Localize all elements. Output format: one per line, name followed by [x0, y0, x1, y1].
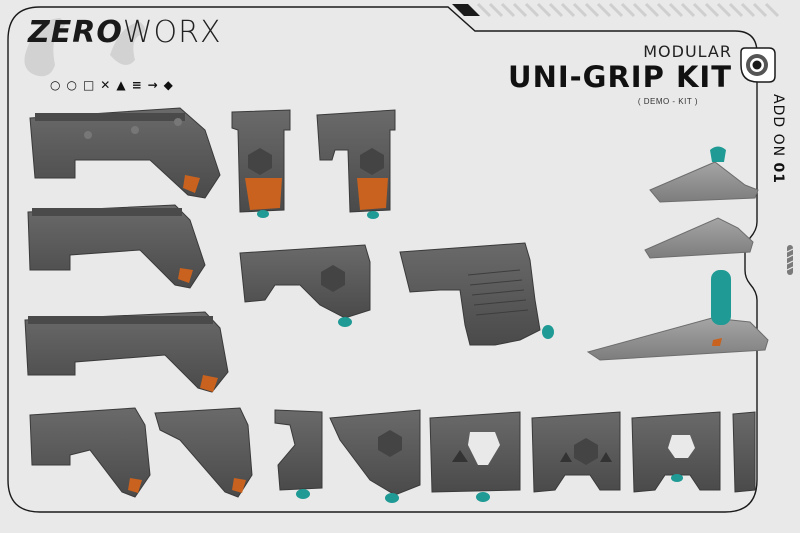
title-block: MODULAR UNI-GRIP KIT ( DEMO - KIT ) [508, 42, 732, 106]
part-barricade-open [429, 411, 521, 502]
part-hex-stop [239, 244, 371, 327]
part-angled-grip-long [24, 311, 229, 393]
addon-prefix: ADD ON [770, 94, 786, 163]
addon-label: ADD ON 01 [770, 94, 786, 184]
part-hex-angled [329, 409, 421, 503]
part-addon-thumb-rest [649, 146, 759, 203]
part-angled-grip-short [29, 107, 221, 199]
part-addon-ramp [644, 217, 754, 259]
logo-thin: WORX [122, 15, 222, 50]
part-compact-angled-a [29, 407, 151, 498]
part-barricade-hex [531, 411, 621, 493]
part-barricade-small [631, 411, 721, 493]
part-vertical-grip-a [231, 109, 291, 218]
demo-tag: ( DEMO - KIT ) [637, 97, 698, 106]
part-addon-lever [586, 270, 769, 361]
part-slim-stop [732, 411, 756, 493]
addon-number: 01 [770, 162, 786, 185]
part-hook-stop [274, 409, 323, 499]
brand-logo: ZEROWORX [28, 18, 222, 48]
target-badge-icon [740, 47, 776, 83]
subtitle: MODULAR [643, 42, 732, 61]
hatch-strip [452, 4, 480, 16]
symbol-row: ○○□✕▲≡→◆ [50, 78, 179, 92]
part-ribbed-grip [399, 242, 554, 346]
part-angled-grip-mesh [27, 204, 206, 289]
part-compact-angled-b [154, 407, 253, 498]
shark-watermark-icon [24, 18, 145, 77]
side-grip-marks [786, 245, 794, 275]
part-vertical-grip-b [316, 109, 396, 219]
page-title: UNI-GRIP KIT [508, 60, 732, 94]
logo-bold: ZERO [28, 15, 123, 50]
